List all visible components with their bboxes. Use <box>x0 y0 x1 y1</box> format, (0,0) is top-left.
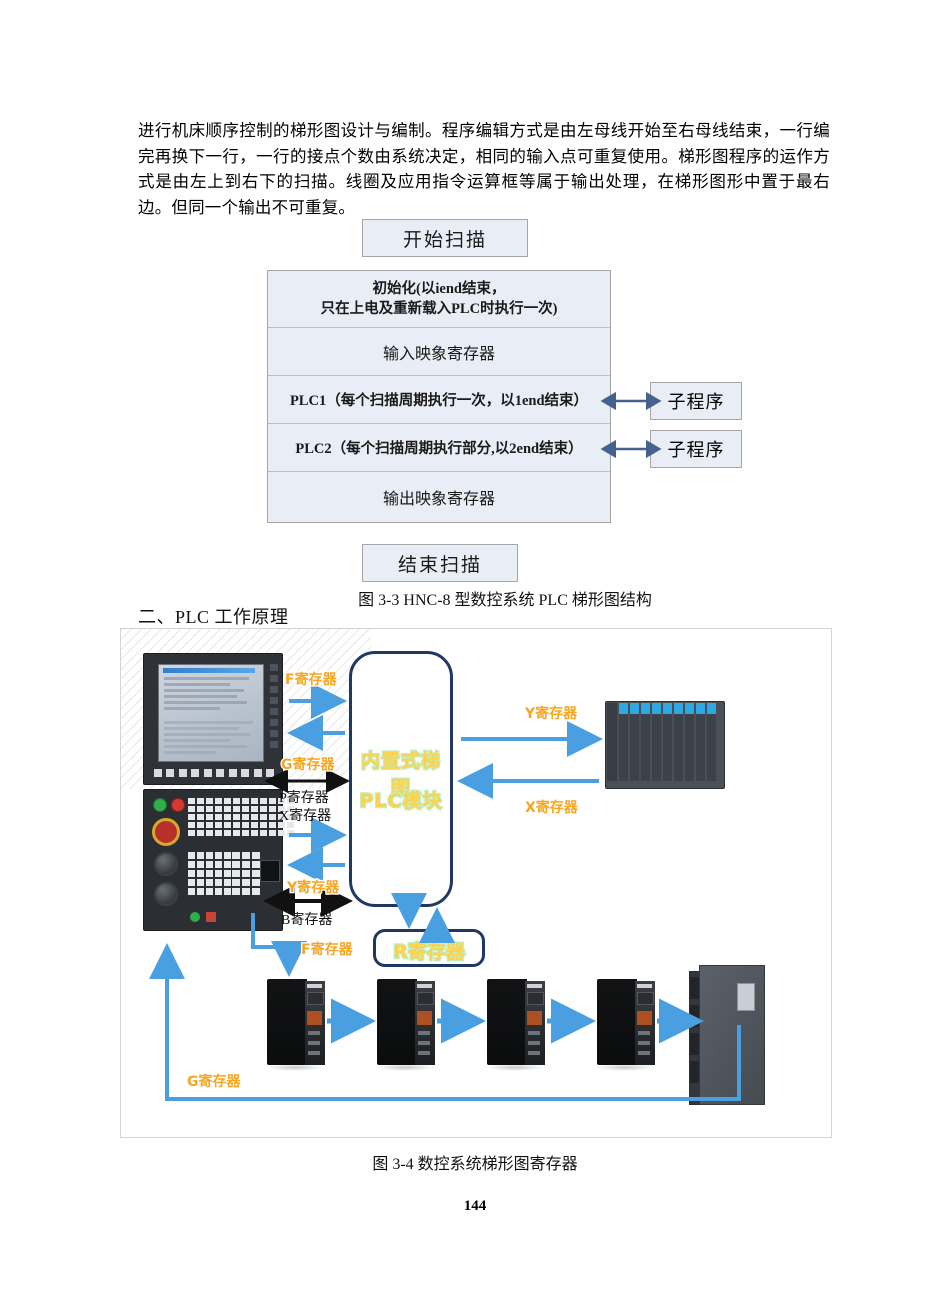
servo-drive-1 <box>265 979 325 1071</box>
cnc-keyboard-unit <box>143 789 294 931</box>
flow-row-output-label: 输出映象寄存器 <box>382 491 495 508</box>
figure-3-3-flowchart: 开始扫描 初始化(以iend结束， 只在上电及重新载入PLC时执行一次) 输入映… <box>0 0 950 609</box>
subroutine-box-1: 子程序 <box>650 382 742 420</box>
plc-module-line1: 内置式梯图 <box>360 749 441 800</box>
subroutine-1-label: 子程序 <box>667 392 725 412</box>
paragraph-text: 进行机床顺序控制的梯形图设计与编制。程序编辑方式是由左母线开始至右母线结束，一行… <box>138 121 830 217</box>
flow-row-plc2: PLC2（每个扫描周期执行部分,以2end结束） <box>268 424 610 472</box>
flow-connector-arrows <box>600 391 662 459</box>
label-x-register-left: X寄存器 <box>279 809 332 824</box>
flow-end-box: 结束扫描 <box>362 544 518 582</box>
flow-row-plc1-label: PLC1（每个扫描周期执行一次，以1end结束） <box>289 393 589 409</box>
figure-3-4-caption: 图 3-4 数控系统梯形图寄存器 <box>372 1156 578 1173</box>
label-b-register: B寄存器 <box>281 913 333 928</box>
emergency-stop-button[interactable] <box>152 818 180 846</box>
body-paragraph: 进行机床顺序控制的梯形图设计与编制。程序编辑方式是由左母线开始至右母线结束，一行… <box>138 118 830 220</box>
label-y-register-left: Y寄存器 <box>286 879 341 898</box>
cnc-soft-keys-right[interactable] <box>270 664 278 752</box>
label-f-register-bottom: F寄存器 <box>300 941 354 960</box>
flow-row-output-image-register: 输出映象寄存器 <box>268 472 610 522</box>
r-register-label: R寄存器 <box>392 940 466 964</box>
cnc-alpha-keypad[interactable] <box>188 798 294 836</box>
figure-3-4-image: 内置式梯图 PLC模块 R寄存器 <box>120 628 832 1138</box>
spindle-override-knob[interactable] <box>154 882 178 906</box>
builtin-ladder-plc-module: 内置式梯图 PLC模块 <box>349 651 453 907</box>
cnc-screen-data-grid <box>164 721 258 757</box>
subroutine-2-label: 子程序 <box>667 440 725 460</box>
label-g-register-bottom: G寄存器 <box>186 1073 242 1092</box>
flow-row-plc1: PLC1（每个扫描周期执行一次，以1end结束） <box>268 376 610 424</box>
label-x-register-right: X寄存器 <box>524 799 579 818</box>
cycle-start-indicator[interactable] <box>190 912 200 922</box>
flow-row-plc2-label: PLC2（每个扫描周期执行部分,以2end结束） <box>295 441 583 457</box>
cnc-screen-titlebar <box>163 668 255 673</box>
feedrate-override-knob[interactable] <box>154 852 178 876</box>
flow-row-input-image-register: 输入映象寄存器 <box>268 328 610 376</box>
label-g-register: G寄存器 <box>280 756 336 775</box>
cnc-touchpad[interactable] <box>260 860 280 882</box>
cnc-screen-text-lines <box>164 677 258 713</box>
flow-end-label: 结束扫描 <box>397 554 482 576</box>
label-f-register-top: F寄存器 <box>284 671 338 690</box>
figure-3-4-arrows <box>149 683 741 1101</box>
flow-stack: 初始化(以iend结束， 只在上电及重新载入PLC时执行一次) 输入映象寄存器 … <box>267 270 611 523</box>
cnc-control-panel <box>143 653 294 931</box>
cnc-screen <box>158 664 264 762</box>
servo-drive-4 <box>595 979 655 1071</box>
page-number: 144 <box>463 1198 487 1214</box>
cnc-numeric-keypad[interactable] <box>232 852 260 895</box>
cycle-stop-indicator[interactable] <box>206 912 216 922</box>
subroutine-box-2: 子程序 <box>650 430 742 468</box>
green-start-button[interactable] <box>153 798 167 812</box>
servo-drive-3 <box>485 979 545 1071</box>
figure-3-3-caption: 图 3-3 HNC-8 型数控系统 PLC 梯形图结构 <box>358 592 652 609</box>
servo-drive-2 <box>375 979 435 1071</box>
flow-row-initialization: 初始化(以iend结束， 只在上电及重新载入PLC时执行一次) <box>268 271 610 328</box>
red-stop-button[interactable] <box>171 798 185 812</box>
flow-start-box: 开始扫描 <box>362 219 528 257</box>
section-heading: 二、PLC 工作原理 <box>138 607 289 627</box>
cnc-display-unit <box>143 653 283 785</box>
flow-row-input-label: 输入映象寄存器 <box>382 345 495 363</box>
flow-start-label: 开始扫描 <box>402 229 487 251</box>
flow-row-init-line1: 初始化(以iend结束， <box>372 281 506 297</box>
label-y-register-right: Y寄存器 <box>524 705 579 724</box>
cnc-function-keypad[interactable] <box>188 852 231 895</box>
io-module-rack <box>605 695 725 791</box>
plc-module-line2: PLC模块 <box>358 789 443 813</box>
flow-row-init-line2: 只在上电及重新载入PLC时执行一次) <box>320 301 558 317</box>
label-p-register: P寄存器 <box>279 791 329 806</box>
